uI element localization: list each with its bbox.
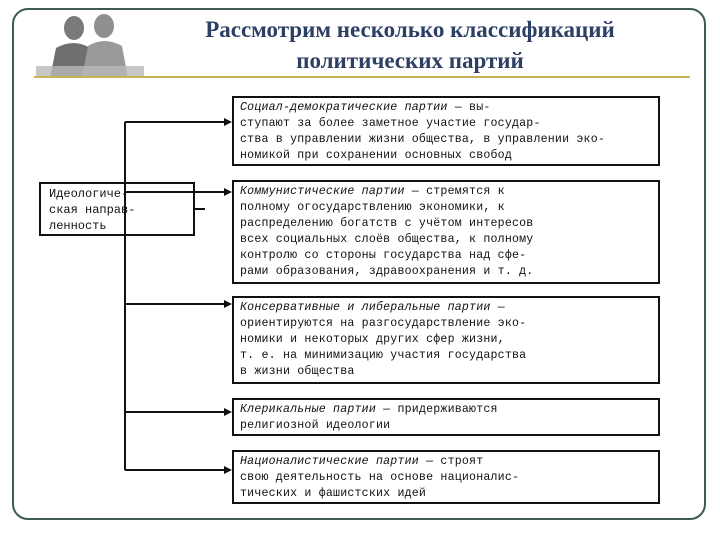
party-desc-line: номикой при сохранении основных свобод [240, 149, 512, 162]
party-desc-line: контролю со стороны государства над сфе- [240, 249, 527, 262]
party-name: Консервативные и либеральные партии [240, 301, 491, 314]
party-desc-line: свою деятельность на основе националис- [240, 471, 520, 484]
branch-arrow-5 [125, 466, 232, 474]
page-title: Рассмотрим несколько классификаций полит… [150, 14, 670, 76]
party-box-communist: Коммунистические партии — стремятся к по… [232, 180, 660, 284]
party-desc-line: ступают за более заметное участие госуда… [240, 117, 541, 130]
party-desc-line: — вы- [447, 101, 491, 114]
title-line-1: Рассмотрим несколько классификаций [205, 17, 615, 42]
party-desc-line: полному огосударствлению экономики, к [240, 201, 505, 214]
party-desc-line: тических и фашистских идей [240, 487, 427, 500]
party-desc-line: в жизни общества [240, 365, 355, 378]
branch-arrow-1 [125, 118, 232, 126]
party-desc-line: рами образования, здравоохранения и т. д… [240, 265, 534, 278]
party-desc-line: распределению богатств с учётом интересо… [240, 217, 534, 230]
party-box-nationalist: Националистические партии — строят свою … [232, 450, 660, 504]
slide-frame [12, 8, 706, 520]
root-line: Идеологиче- [49, 187, 129, 201]
root-line: ленность [49, 219, 107, 233]
people-silhouette-icon [36, 14, 144, 78]
party-desc-line: — придерживаются [376, 403, 498, 416]
party-desc-line: религиозной идеологии [240, 419, 391, 432]
party-name: Социал-демократические партии [240, 101, 448, 114]
branch-arrow-2 [125, 188, 232, 196]
party-desc-line: номики и некоторых других сфер жизни, [240, 333, 505, 346]
party-box-social-democratic: Социал-демократические партии — вы- ступ… [232, 96, 660, 166]
party-desc-line: — строят [418, 455, 484, 468]
party-desc-line: — [490, 301, 505, 314]
party-desc-line: всех социальных слоёв общества, к полном… [240, 233, 534, 246]
root-line: ская направ- [49, 203, 136, 217]
party-name: Клерикальные партии [240, 403, 376, 416]
title-underline [34, 76, 690, 78]
party-desc-line: т. е. на минимизацию участия государства [240, 349, 527, 362]
party-name: Коммунистические партии [240, 185, 405, 198]
party-box-conservative-liberal: Консервативные и либеральные партии — ор… [232, 296, 660, 384]
party-box-clerical: Клерикальные партии — придерживаются рел… [232, 398, 660, 436]
party-name: Националистические партии [240, 455, 419, 468]
ideology-root-box: Идеологиче- ская направ- ленность [39, 182, 195, 236]
title-line-2: политических партий [296, 48, 524, 73]
party-desc-line: — стремятся к [404, 185, 505, 198]
branch-arrow-4 [125, 408, 232, 416]
party-desc-line: ства в управлении жизни общества, в упра… [240, 133, 606, 146]
branch-arrow-3 [125, 300, 232, 308]
party-desc-line: ориентируются на разгосударствление эко- [240, 317, 527, 330]
